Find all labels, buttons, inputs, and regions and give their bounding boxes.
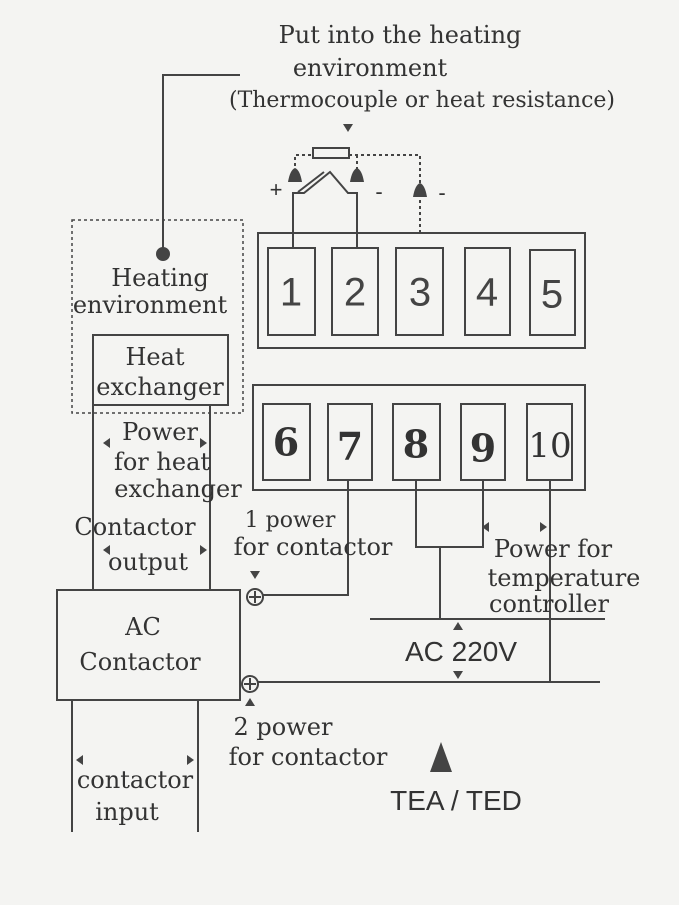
heating-point-dot [156,247,170,261]
minus-label: - [375,179,383,204]
title-line-3: (Thermocouple or heat resistance) [228,88,616,113]
resistance-wire-2 [349,154,421,186]
ac-contactor-box [56,589,241,701]
terminal-2: 2 [343,270,367,315]
sensor-bell-icon [350,168,364,182]
top-terminal-block [257,232,586,349]
heating-environment-box [71,219,244,414]
temp-power-label-1: Power for [493,535,613,563]
sensor-bell-icon [288,168,302,182]
terminal-6: 6 [272,419,300,465]
power-heat-label-1: Power [122,418,198,446]
power1-label-1: 1 power [244,508,336,533]
heat-exchanger-label-1: Heat [125,343,185,371]
heating-env-label-2: environment [72,291,228,319]
heat-exchanger-box [92,334,229,406]
terminal-10: 10 [528,426,572,466]
heating-lead-wire [162,74,240,254]
terminal-3: 3 [408,270,432,315]
contactor-output-label-1: Contactor [74,513,196,541]
resistance-wire [294,154,313,172]
heating-env-label-1: Heating [111,264,209,292]
power1-label-2: for contactor [233,533,393,561]
power-heat-label-3: exchanger [114,475,242,503]
terminal-7: 7 [336,423,364,469]
contactor-input-label-1: contactor [76,766,194,794]
ac-contactor-label-1: AC [125,613,161,641]
contactor-output-label-2: output [107,548,189,576]
contactor-input-label-2: input [95,798,159,826]
heat-exchanger-label-2: exchanger [96,373,224,401]
terminal-4: 4 [475,270,499,315]
temp-power-label-2: temperature [487,564,641,592]
thermocouple-symbol [292,170,358,248]
terminal-plus-icon [246,588,264,606]
terminal-8: 8 [402,421,430,467]
plus-label: + [269,177,283,202]
down-arrow-icon [343,124,353,132]
power2-label-1: 2 power [233,713,333,741]
ac-220v-label: AC 220V [404,636,518,667]
model-triangle-icon [430,742,452,772]
arrow-icons [76,438,547,772]
title-line-1: Put into the heating [278,21,522,49]
terminal-1: 1 [279,270,303,315]
sensor-bell-icon [413,183,427,197]
model-label: TEA / TED [390,785,522,816]
terminal-plus-icon [241,675,259,693]
temp-power-label-3: controller [489,590,609,618]
terminal-9: 9 [469,425,497,471]
ac-contactor-label-2: Contactor [79,648,201,676]
power-heat-label-2: for heat [113,448,211,476]
power2-label-2: for contactor [228,743,388,771]
terminal-5: 5 [540,272,564,317]
heat-resistance-symbol [312,147,350,159]
bottom-terminal-block [252,384,586,491]
minus-label-2: - [438,180,446,205]
title-line-2: environment [292,54,448,82]
